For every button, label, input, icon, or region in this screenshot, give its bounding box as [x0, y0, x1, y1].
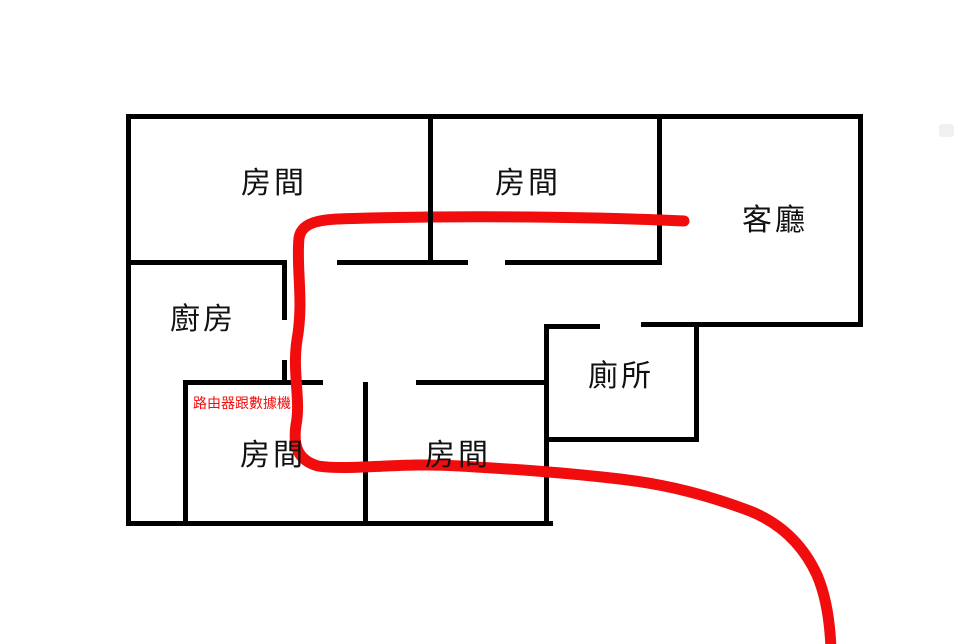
- room-label-bedroom-top-left: 房間: [241, 166, 307, 201]
- room-label-bedroom-bottom-right: 房間: [425, 438, 491, 473]
- wall-bedroom-bottom-left-left: [183, 380, 188, 526]
- wall-corridor-top-middle: [337, 260, 468, 265]
- wall-toilet-bottom: [544, 437, 699, 442]
- room-label-bedroom-top-middle: 房間: [495, 166, 561, 201]
- wall-kitchen-right-upper: [282, 260, 287, 320]
- room-label-kitchen: 廚房: [170, 302, 236, 337]
- wall-toilet-right: [694, 322, 699, 442]
- wall-kitchen-top: [126, 260, 287, 265]
- wall-toilet-left: [544, 324, 549, 526]
- wall-outer-bottom: [126, 521, 553, 526]
- wall-outer-top: [126, 114, 863, 119]
- wall-bedroom-bottom-right-top: [416, 380, 549, 385]
- room-label-bedroom-bottom-left: 房間: [240, 438, 306, 473]
- room-label-living-room: 客廳: [742, 203, 808, 238]
- wall-outer-left: [126, 114, 131, 526]
- wall-top-bedrooms-divider: [428, 114, 433, 265]
- wall-living-room-right: [858, 114, 863, 327]
- wall-bedroom-top-middle-bottom: [505, 260, 662, 265]
- cable-route-line: [289, 211, 837, 644]
- smudge-mark: [939, 124, 954, 137]
- wall-bottom-bedrooms-divider: [363, 382, 368, 526]
- wall-bedroom-bottom-left-top: [183, 380, 323, 385]
- wall-living-room-bottom: [641, 322, 862, 327]
- room-label-toilet: 廁所: [588, 359, 654, 394]
- router-modem-note: 路由器跟數據機: [193, 396, 291, 412]
- wall-toilet-top-left: [544, 324, 600, 329]
- wall-living-room-left: [657, 114, 662, 265]
- wall-kitchen-right-stub: [282, 360, 287, 385]
